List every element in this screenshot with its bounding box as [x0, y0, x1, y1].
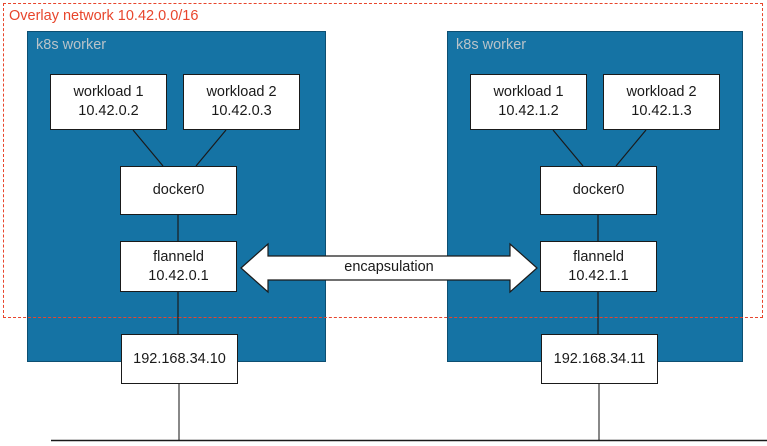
- host-ip: 192.168.34.11: [553, 350, 646, 367]
- workload-name: workload 2: [206, 84, 277, 100]
- workload-name: workload 2: [626, 84, 697, 100]
- node-docker0-right: docker0: [540, 166, 657, 215]
- node-workload-2-right: workload 2 10.42.1.3: [603, 74, 720, 130]
- bridge-name: docker0: [152, 182, 205, 198]
- workload-ip: 10.42.0.2: [78, 103, 139, 119]
- workload-ip: 10.42.0.3: [211, 103, 272, 119]
- host-ip: 192.168.34.10: [133, 350, 226, 367]
- flanneld-ip: 10.42.1.1: [568, 267, 629, 284]
- node-workload-1-left: workload 1 10.42.0.2: [50, 74, 167, 130]
- node-workload-2-left: workload 2 10.42.0.3: [183, 74, 300, 130]
- node-host-ip-right: 192.168.34.11: [541, 334, 658, 384]
- workload-ip: 10.42.1.3: [631, 103, 692, 119]
- workload-name: workload 1: [493, 84, 564, 100]
- worker-label-right: k8s worker: [456, 37, 527, 53]
- node-host-ip-left: 192.168.34.10: [121, 334, 238, 384]
- encapsulation-label: encapsulation: [344, 259, 434, 275]
- flanneld-ip: 10.42.0.1: [148, 267, 209, 284]
- workload-ip: 10.42.1.2: [498, 103, 559, 119]
- flanneld-name: flanneld: [573, 248, 624, 265]
- overlay-network-label: Overlay network 10.42.0.0/16: [9, 8, 199, 24]
- flanneld-name: flanneld: [153, 248, 204, 265]
- node-flanneld-left: flanneld 10.42.0.1: [120, 241, 237, 292]
- node-flanneld-right: flanneld 10.42.1.1: [540, 241, 657, 292]
- bridge-name: docker0: [572, 182, 625, 198]
- worker-label-left: k8s worker: [36, 37, 107, 53]
- workload-name: workload 1: [73, 84, 144, 100]
- node-workload-1-right: workload 1 10.42.1.2: [470, 74, 587, 130]
- node-docker0-left: docker0: [120, 166, 237, 215]
